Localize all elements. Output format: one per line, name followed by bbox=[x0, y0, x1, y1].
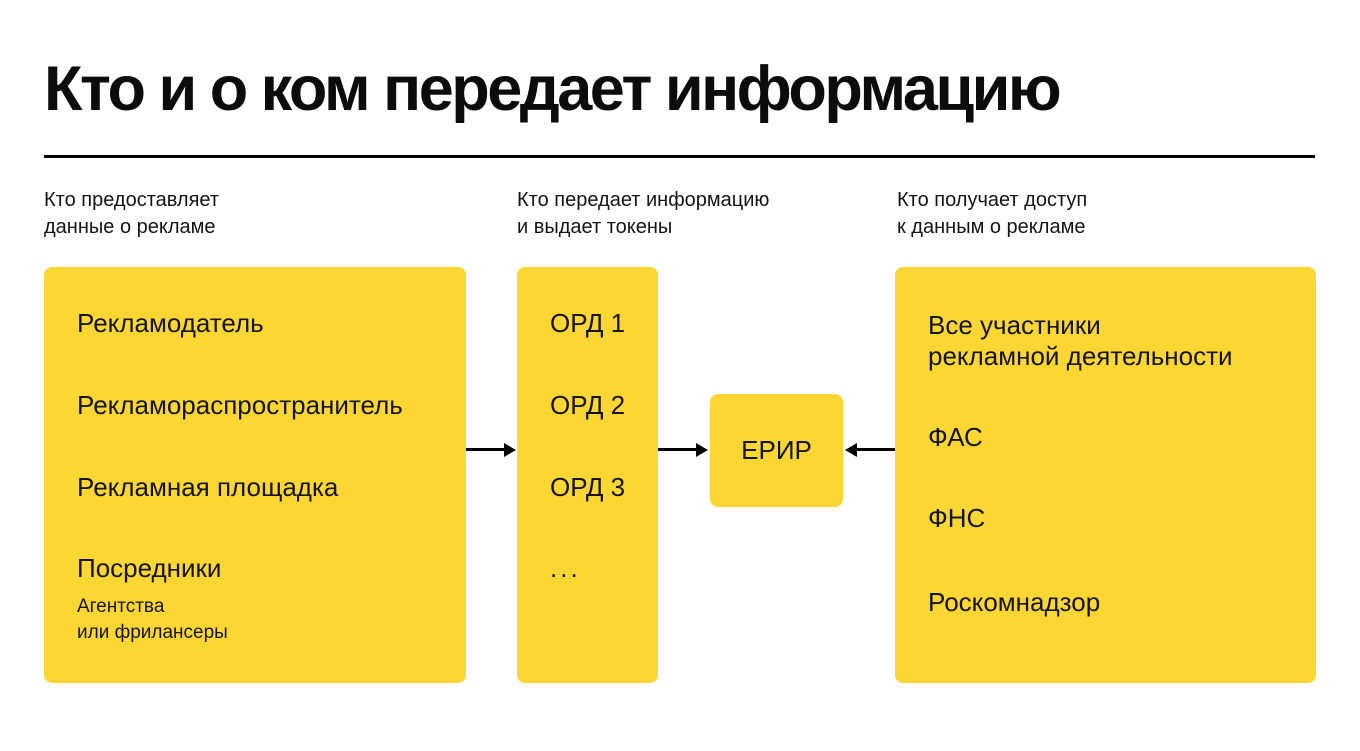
column-header-providers-line1: Кто предоставляет bbox=[44, 189, 220, 211]
erir-label: ЕРИР bbox=[741, 435, 812, 465]
ord-box: ОРД 1 ОРД 2 ОРД 3 ... bbox=[517, 267, 658, 683]
provider-item-platform: Рекламная площадка bbox=[77, 472, 339, 502]
provider-item-distributor: Рекламораспространитель bbox=[77, 390, 403, 420]
arrow-right-icon bbox=[696, 443, 708, 457]
receiver-item-fns: ФНС bbox=[928, 503, 986, 533]
intermediaries-note-line2: или фрилансеры bbox=[77, 622, 228, 643]
receiver-item-fas: ФАС bbox=[928, 422, 983, 452]
column-header-ord-line2: и выдает токены bbox=[517, 216, 673, 238]
intermediaries-note: Агентства или фрилансеры bbox=[77, 594, 228, 646]
receiver-item-all-participants-line1: Все участники bbox=[928, 310, 1101, 340]
intermediaries-note-line1: Агентства bbox=[77, 596, 165, 617]
provider-item-intermediaries: Посредники bbox=[77, 553, 222, 583]
column-header-providers-line2: данные о рекламе bbox=[44, 216, 216, 238]
arrow-receivers-to-erir-line bbox=[856, 448, 895, 451]
column-header-receivers: Кто получает доступ к данным о рекламе bbox=[897, 187, 1087, 241]
column-header-ord: Кто передает информацию и выдает токены bbox=[517, 187, 769, 241]
arrow-ord-to-erir-line bbox=[658, 448, 697, 451]
ord-item-ellipsis: ... bbox=[550, 553, 581, 583]
ord-item-3: ОРД 3 bbox=[550, 472, 626, 502]
arrow-providers-to-ord-line bbox=[466, 448, 505, 451]
column-header-providers: Кто предоставляет данные о рекламе bbox=[44, 187, 219, 241]
ord-item-1: ОРД 1 bbox=[550, 308, 626, 338]
column-header-receivers-line1: Кто получает доступ bbox=[897, 189, 1088, 211]
column-header-receivers-line2: к данным о рекламе bbox=[897, 216, 1086, 238]
arrow-left-icon bbox=[845, 443, 857, 457]
ord-item-2: ОРД 2 bbox=[550, 390, 626, 420]
receiver-item-all-participants-line2: рекламной деятельности bbox=[928, 341, 1233, 371]
arrow-right-icon bbox=[504, 443, 516, 457]
receivers-box: Все участники рекламной деятельности ФАС… bbox=[895, 267, 1316, 683]
page-title: Кто и о ком передает информацию bbox=[44, 54, 1062, 124]
receiver-item-roskomnadzor: Роскомнадзор bbox=[928, 587, 1101, 617]
providers-box: Рекламодатель Рекламораспространитель Ре… bbox=[44, 267, 466, 683]
provider-item-advertiser: Рекламодатель bbox=[77, 308, 264, 338]
divider-line bbox=[44, 155, 1315, 158]
erir-box: ЕРИР bbox=[710, 394, 843, 507]
receiver-item-all-participants: Все участники рекламной деятельности bbox=[928, 310, 1233, 372]
column-header-ord-line1: Кто передает информацию bbox=[517, 189, 770, 211]
